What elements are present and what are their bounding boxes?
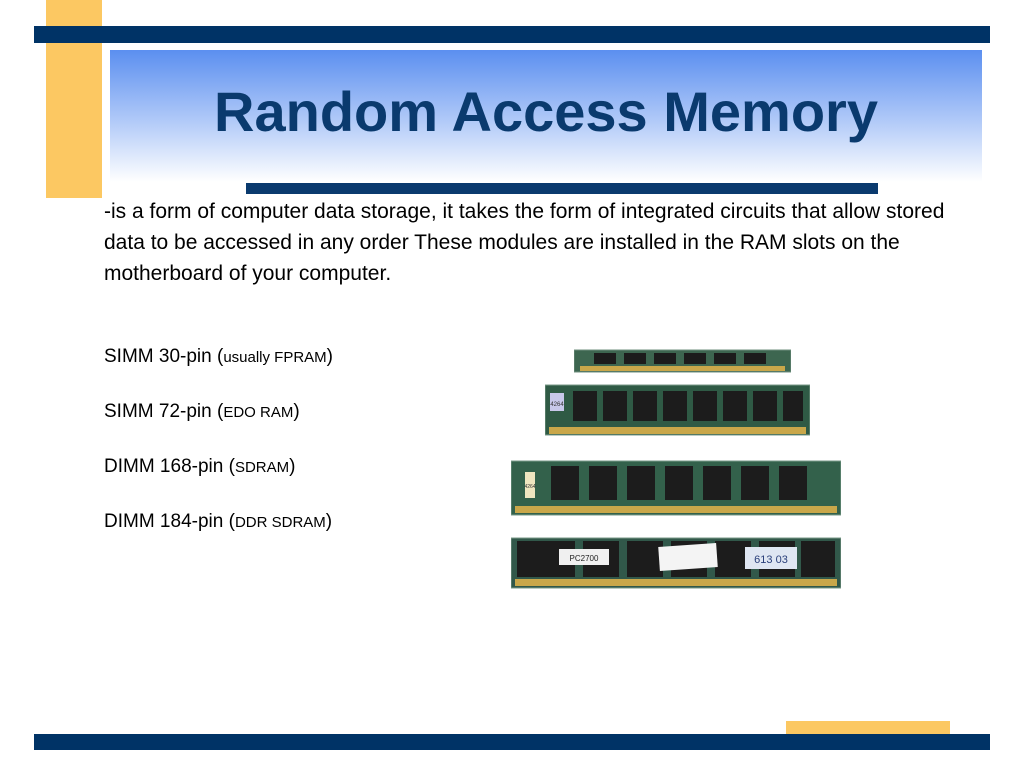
memory-type-simm30: SIMM 30-pin (usually FPRAM) <box>104 346 333 368</box>
memory-type-dimm184: DIMM 184-pin (DDR SDRAM) <box>104 511 332 533</box>
intro-paragraph: -is a form of computer data storage, it … <box>104 200 945 285</box>
memory-type-name: SIMM 72-pin <box>104 401 212 422</box>
memory-type-note: usually FPRAM <box>223 349 327 366</box>
dimm168-sticker: 4264 <box>524 484 535 490</box>
memory-type-close: ) <box>325 511 333 532</box>
simm72-sticker: 4264 <box>550 402 564 408</box>
memory-type-name: DIMM 184-pin <box>104 511 224 532</box>
ddr-label-right: 613 03 <box>754 554 788 566</box>
memory-type-note: SDRAM <box>234 459 290 476</box>
title-underline <box>246 183 878 194</box>
simm72-module-image: 4264 <box>545 383 810 437</box>
top-rule <box>34 26 990 43</box>
memory-type-name: SIMM 30-pin <box>104 346 212 367</box>
memory-type-close: ) <box>326 346 333 367</box>
dimm184-module-image: PC2700 613 03 <box>511 537 841 589</box>
memory-type-note: DDR SDRAM <box>234 514 326 531</box>
memory-type-close: ) <box>293 401 300 422</box>
memory-type-open: ( <box>228 456 235 477</box>
simm30-module-image <box>574 349 791 373</box>
slide-title: Random Access Memory <box>214 80 878 143</box>
bottom-rule <box>34 734 990 750</box>
memory-type-simm72: SIMM 72-pin (EDO RAM) <box>104 401 300 423</box>
title-band <box>110 50 982 182</box>
ddr-label-left: PC2700 <box>570 554 599 563</box>
memory-type-dimm168: DIMM 168-pin (SDRAM) <box>104 456 295 478</box>
memory-type-note: EDO RAM <box>223 404 294 421</box>
memory-type-open: ( <box>216 401 224 422</box>
dimm168-module-image: 4264 <box>511 460 841 516</box>
bottom-accent-bar <box>786 721 950 737</box>
memory-type-close: ) <box>289 456 296 477</box>
memory-type-open: ( <box>228 511 235 532</box>
memory-type-name: DIMM 168-pin <box>104 456 224 477</box>
memory-type-open: ( <box>216 346 224 367</box>
